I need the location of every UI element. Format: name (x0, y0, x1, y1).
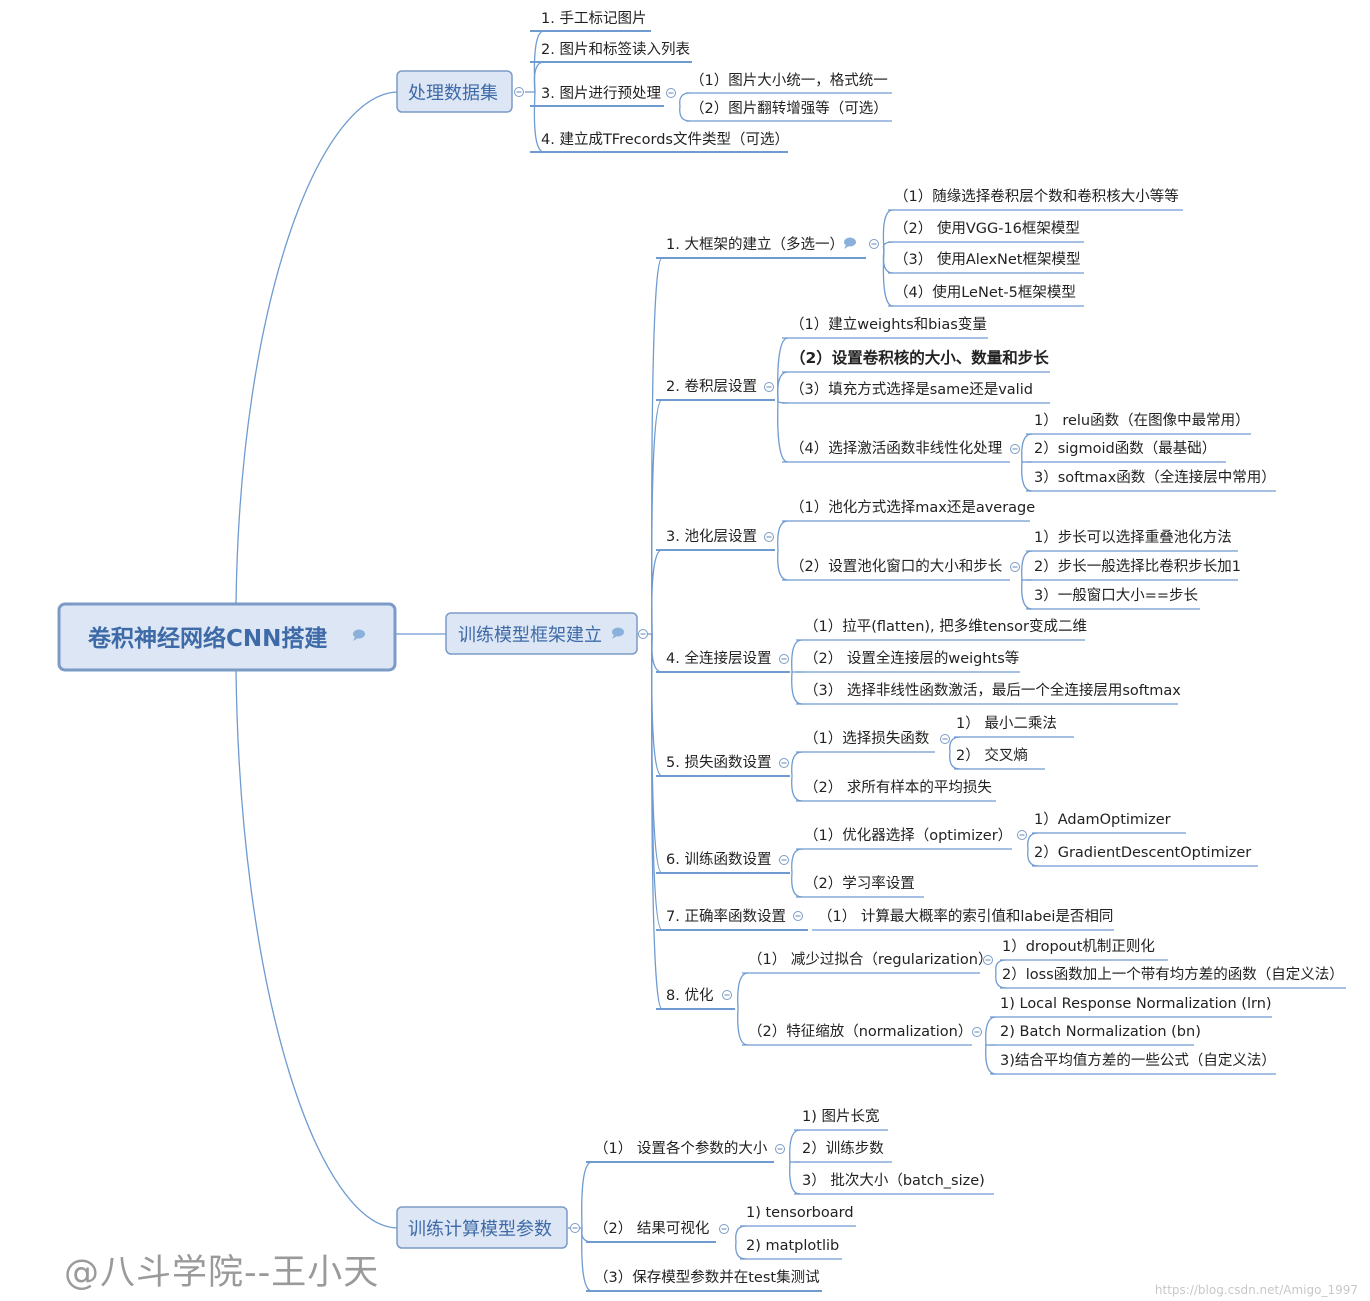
node-label[interactable]: （2）设置池化窗口的大小和步长 (790, 557, 1003, 575)
node-label[interactable]: 1) Local Response Normalization (lrn) (1000, 996, 1272, 1012)
collapse-toggle-icon[interactable] (722, 990, 732, 1000)
node-label[interactable]: 2）GradientDescentOptimizer (1034, 844, 1251, 861)
node-label[interactable]: 1）dropout机制正则化 (1002, 938, 1155, 955)
node-label[interactable]: 2）步长一般选择比卷积步长加1 (1034, 558, 1241, 575)
node-label[interactable]: （2） 设置全连接层的weights等 (804, 649, 1019, 667)
node-label[interactable]: 1）AdamOptimizer (1034, 811, 1171, 828)
collapse-toggle-icon[interactable] (779, 758, 789, 768)
node-label[interactable]: （1）选择损失函数 (804, 730, 930, 747)
branch-label: 训练模型框架建立 (458, 625, 602, 646)
node-label[interactable]: 5. 损失函数设置 (666, 754, 771, 771)
node-label[interactable]: 1) tensorboard (746, 1205, 854, 1221)
collapse-toggle-icon[interactable] (869, 239, 879, 249)
root-node[interactable]: 卷积神经网络CNN搭建 (57, 602, 397, 672)
node-label[interactable]: （1）图片大小统一，格式统一 (690, 72, 888, 89)
collapse-toggle-icon[interactable] (1017, 830, 1027, 840)
params-branch-items: （1） 设置各个参数的大小 （2） 结果可视化 （3）保存模型参数并在test集… (594, 1108, 985, 1286)
node-label[interactable]: （3） 使用AlexNet框架模型 (894, 251, 1080, 268)
branch-label: 训练计算模型参数 (408, 1219, 552, 1240)
branch-label: 处理数据集 (408, 83, 498, 104)
collapse-toggle-icon[interactable] (775, 1144, 785, 1154)
node-label[interactable]: （1）优化器选择（optimizer） (804, 827, 1012, 844)
node-label[interactable]: （1）拉平(flatten), 把多维tensor变成二维 (804, 618, 1087, 635)
node-label[interactable]: 1）步长可以选择重叠池化方法 (1034, 529, 1232, 546)
node-label[interactable]: 1. 大框架的建立（多选一） (666, 236, 844, 253)
node-label[interactable]: 1. 手工标记图片 (541, 10, 646, 27)
node-label[interactable]: 1） relu函数（在图像中最常用） (1034, 412, 1250, 429)
collapse-toggle-icon[interactable] (514, 87, 524, 97)
collapse-toggle-icon[interactable] (719, 1224, 729, 1234)
collapse-buttons (514, 87, 1027, 1234)
collapse-toggle-icon[interactable] (779, 654, 789, 664)
node-label[interactable]: （1） 减少过拟合（regularization） (748, 951, 992, 968)
node-label[interactable]: 2）训练步数 (802, 1140, 884, 1157)
note-icon (844, 237, 856, 249)
node-label[interactable]: （3）填充方式选择是same还是valid (790, 381, 1033, 398)
source-credit: https://blog.csdn.net/Amigo_1997 (1154, 1283, 1358, 1297)
node-label[interactable]: 1) 图片长宽 (802, 1108, 880, 1125)
node-label[interactable]: （3）保存模型参数并在test集测试 (594, 1269, 820, 1286)
node-label[interactable]: （2） 结果可视化 (594, 1220, 709, 1237)
node-label[interactable]: （1） 计算最大概率的索引值和labei是否相同 (818, 908, 1113, 925)
collapse-toggle-icon[interactable] (764, 382, 774, 392)
node-label[interactable]: （2）特征缩放（normalization） (748, 1023, 972, 1040)
node-label[interactable]: 3. 图片进行预处理 (541, 85, 661, 102)
node-label[interactable]: 3. 池化层设置 (666, 528, 757, 545)
node-label[interactable]: （1）建立weights和bias变量 (790, 316, 987, 333)
collapse-toggle-icon[interactable] (1010, 444, 1020, 454)
node-label[interactable]: 2) Batch Normalization (bn) (1000, 1024, 1201, 1040)
node-label[interactable]: 3）softmax函数（全连接层中常用） (1034, 468, 1276, 486)
model-branch-items: 1. 大框架的建立（多选一） 2. 卷积层设置 3. 池化层设置 4. 全连接层… (666, 187, 1344, 1069)
collapse-toggle-icon[interactable] (972, 1027, 982, 1037)
branch-node-data[interactable]: 处理数据集 (396, 70, 513, 113)
node-label[interactable]: （2） 使用VGG-16框架模型 (894, 220, 1080, 237)
collapse-toggle-icon[interactable] (779, 855, 789, 865)
node-label[interactable]: （1）池化方式选择max还是average (790, 499, 1035, 516)
node-label[interactable]: 3） 批次大小（batch_size) (802, 1172, 985, 1189)
node-label[interactable]: （2） 求所有样本的平均损失 (804, 779, 992, 796)
node-label[interactable]: 2. 卷积层设置 (666, 378, 757, 395)
collapse-toggle-icon[interactable] (1010, 562, 1020, 572)
collapse-toggle-icon[interactable] (940, 734, 950, 744)
node-label[interactable]: 2）sigmoid函数（最基础） (1034, 440, 1216, 457)
node-label[interactable]: （2）图片翻转增强等（可选） (690, 99, 888, 117)
note-icon (612, 627, 624, 639)
node-label[interactable]: 4. 全连接层设置 (666, 649, 771, 667)
node-label[interactable]: 6. 训练函数设置 (666, 851, 771, 868)
node-label[interactable]: （4）使用LeNet-5框架模型 (894, 284, 1076, 301)
root-title: 卷积神经网络CNN搭建 (87, 625, 327, 652)
node-label[interactable]: 2. 图片和标签读入列表 (541, 41, 690, 58)
branch-node-model[interactable]: 训练模型框架建立 (445, 612, 638, 655)
collapse-toggle-icon[interactable] (666, 88, 676, 98)
node-label[interactable]: 2）loss函数加上一个带有均方差的函数（自定义法） (1002, 966, 1344, 983)
data-branch-items: 1. 手工标记图片 2. 图片和标签读入列表 3. 图片进行预处理 4. 建立成… (541, 10, 888, 148)
node-label[interactable]: （2）学习率设置 (804, 875, 915, 892)
node-label[interactable]: （4）选择激活函数非线性化处理 (790, 440, 1003, 457)
node-label[interactable]: 4. 建立成TFrecords文件类型（可选） (541, 131, 789, 148)
branch-node-params[interactable]: 训练计算模型参数 (396, 1206, 568, 1249)
note-icon (353, 629, 365, 641)
node-label[interactable]: 7. 正确率函数设置 (666, 908, 786, 925)
node-label[interactable]: 1） 最小二乘法 (956, 715, 1057, 732)
collapse-toggle-icon[interactable] (570, 1223, 580, 1233)
node-label[interactable]: （1）随缘选择卷积层个数和卷积核大小等等 (894, 187, 1179, 205)
node-label[interactable]: 2) matplotlib (746, 1238, 839, 1254)
node-label[interactable]: 2） 交叉熵 (956, 746, 1028, 764)
collapse-toggle-icon[interactable] (793, 911, 803, 921)
collapse-toggle-icon[interactable] (638, 629, 648, 639)
node-label[interactable]: （1） 设置各个参数的大小 (594, 1140, 768, 1157)
node-label[interactable]: 8. 优化 (666, 987, 713, 1004)
collapse-toggle-icon[interactable] (764, 532, 774, 542)
node-label[interactable]: （3） 选择非线性函数激活，最后一个全连接层用softmax (804, 681, 1181, 699)
watermark: @八斗学院--王小天 (64, 1253, 380, 1293)
node-label[interactable]: 3）一般窗口大小==步长 (1034, 586, 1199, 604)
node-label[interactable]: 3)结合平均值方差的一些公式（自定义法） (1000, 1052, 1276, 1069)
connector-lines (235, 30, 1346, 1292)
node-label[interactable]: （2）设置卷积核的大小、数量和步长 (790, 348, 1049, 367)
collapse-toggle-icon[interactable] (983, 955, 993, 965)
